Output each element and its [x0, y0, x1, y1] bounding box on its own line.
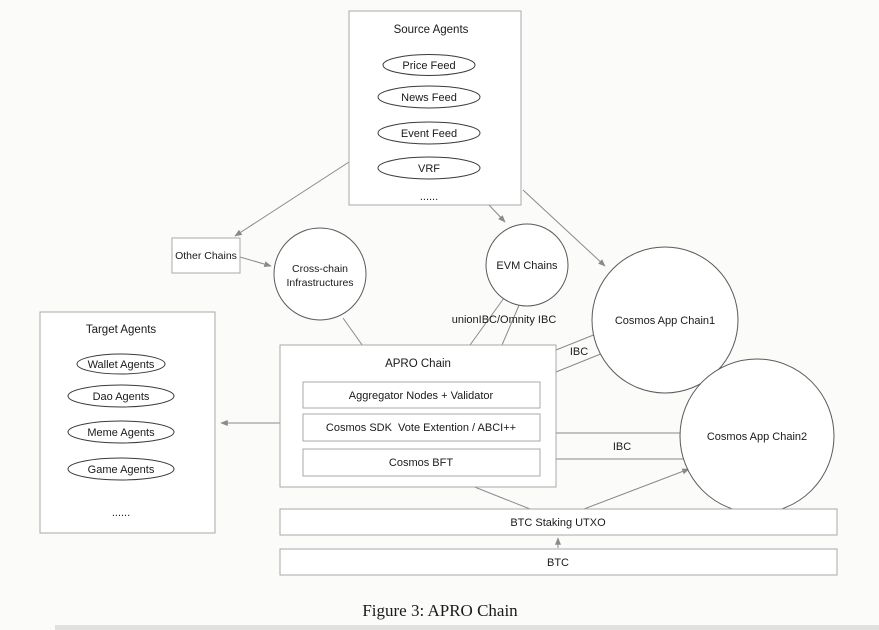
figure-caption: Figure 3: APRO Chain — [362, 601, 518, 620]
news-feed-oval — [377, 85, 481, 109]
target-agents-ellipsis: ...... — [112, 507, 130, 519]
other-chains-rect — [171, 237, 241, 274]
btc-rect — [279, 548, 838, 576]
vrf-oval — [377, 156, 481, 180]
price-feed-oval — [382, 54, 476, 76]
evm-chains-node: EVM Chains — [485, 223, 569, 307]
btc-label: BTC — [547, 557, 569, 569]
btc-staking-label: BTC Staking UTXO — [510, 517, 606, 529]
event-feed-oval — [377, 121, 481, 145]
btc-bar: BTC — [279, 548, 838, 576]
cosmos-bft-label: Cosmos BFT — [389, 457, 453, 469]
game-agents-oval — [67, 457, 175, 481]
other-chains-label: Other Chains — [175, 250, 237, 262]
ibc-chain1-label: IBC — [570, 346, 588, 358]
game-agents-label: Game Agents — [88, 464, 155, 476]
target-agents-title: Target Agents — [86, 324, 157, 336]
dao-agents-label: Dao Agents — [93, 391, 150, 403]
meme-agents-oval — [67, 420, 175, 444]
aggregator-nodes-label: Aggregator Nodes + Validator — [349, 390, 494, 402]
source-agents-title: Source Agents — [394, 24, 469, 36]
bottom-edge-strip — [55, 625, 879, 630]
cosmos-chain1-label: Cosmos App Chain1 — [615, 315, 715, 327]
edge-evm-to-apro-1 — [469, 297, 505, 346]
union-ibc-label: unionIBC/Omnity IBC — [452, 314, 557, 326]
cosmos-chain1-circle — [591, 246, 739, 394]
event-feed-label: Event Feed — [401, 128, 457, 140]
cross-chain-node: Cross-chain Infrastructures — [273, 227, 367, 321]
dao-agents-oval — [67, 384, 175, 408]
evm-chains-label: EVM Chains — [496, 260, 558, 272]
edge-btc-staking-to-chain2 — [583, 468, 690, 510]
edge-apro-to-chain1-2 — [555, 350, 609, 373]
edge-apro-to-chain1-1 — [550, 333, 597, 353]
cosmos-chain1-node: Cosmos App Chain1 — [591, 246, 739, 394]
news-feed-label: News Feed — [401, 92, 457, 104]
cross-chain-circle — [273, 227, 367, 321]
evm-chains-circle — [485, 223, 569, 307]
edge-source-to-cosmos-chain1 — [522, 189, 606, 267]
target-agents-box: Target Agents Wallet Agents Dao Agents M… — [39, 311, 216, 534]
cosmos-bft-rect — [302, 448, 541, 477]
edge-other-chains-to-cross-chain — [239, 256, 272, 267]
edge-source-to-other-chains — [234, 161, 350, 237]
cosmos-sdk-rect — [302, 413, 541, 442]
ibc-chain2-label: IBC — [613, 441, 631, 453]
cosmos-chain2-node: Cosmos App Chain2 — [679, 358, 835, 514]
btc-staking-rect — [279, 508, 838, 536]
btc-staking-bar: BTC Staking UTXO — [279, 508, 838, 536]
edge-evm-to-apro-2 — [501, 302, 521, 346]
source-agents-ellipsis: ...... — [420, 191, 438, 203]
wallet-agents-label: Wallet Agents — [88, 359, 155, 371]
meme-agents-label: Meme Agents — [87, 427, 155, 439]
vrf-label: VRF — [418, 163, 440, 175]
cross-chain-label-2: Infrastructures — [286, 277, 353, 289]
cosmos-chain2-label: Cosmos App Chain2 — [707, 431, 807, 443]
other-chains-box: Other Chains — [171, 237, 241, 274]
wallet-agents-oval — [76, 353, 166, 375]
price-feed-label: Price Feed — [402, 60, 455, 72]
edge-source-to-evm — [488, 204, 506, 223]
apro-chain-box: APRO Chain Aggregator Nodes + Validator … — [279, 344, 557, 488]
source-agents-box: Source Agents Price Feed News Feed Event… — [348, 10, 522, 206]
aggregator-nodes-rect — [302, 381, 541, 409]
cross-chain-label-1: Cross-chain — [292, 263, 348, 275]
apro-chain-title: APRO Chain — [385, 358, 451, 370]
edge-labels: unionIBC/Omnity IBC IBC IBC — [452, 314, 631, 453]
cosmos-sdk-label: Cosmos SDK Vote Extention / ABCI++ — [326, 422, 516, 434]
